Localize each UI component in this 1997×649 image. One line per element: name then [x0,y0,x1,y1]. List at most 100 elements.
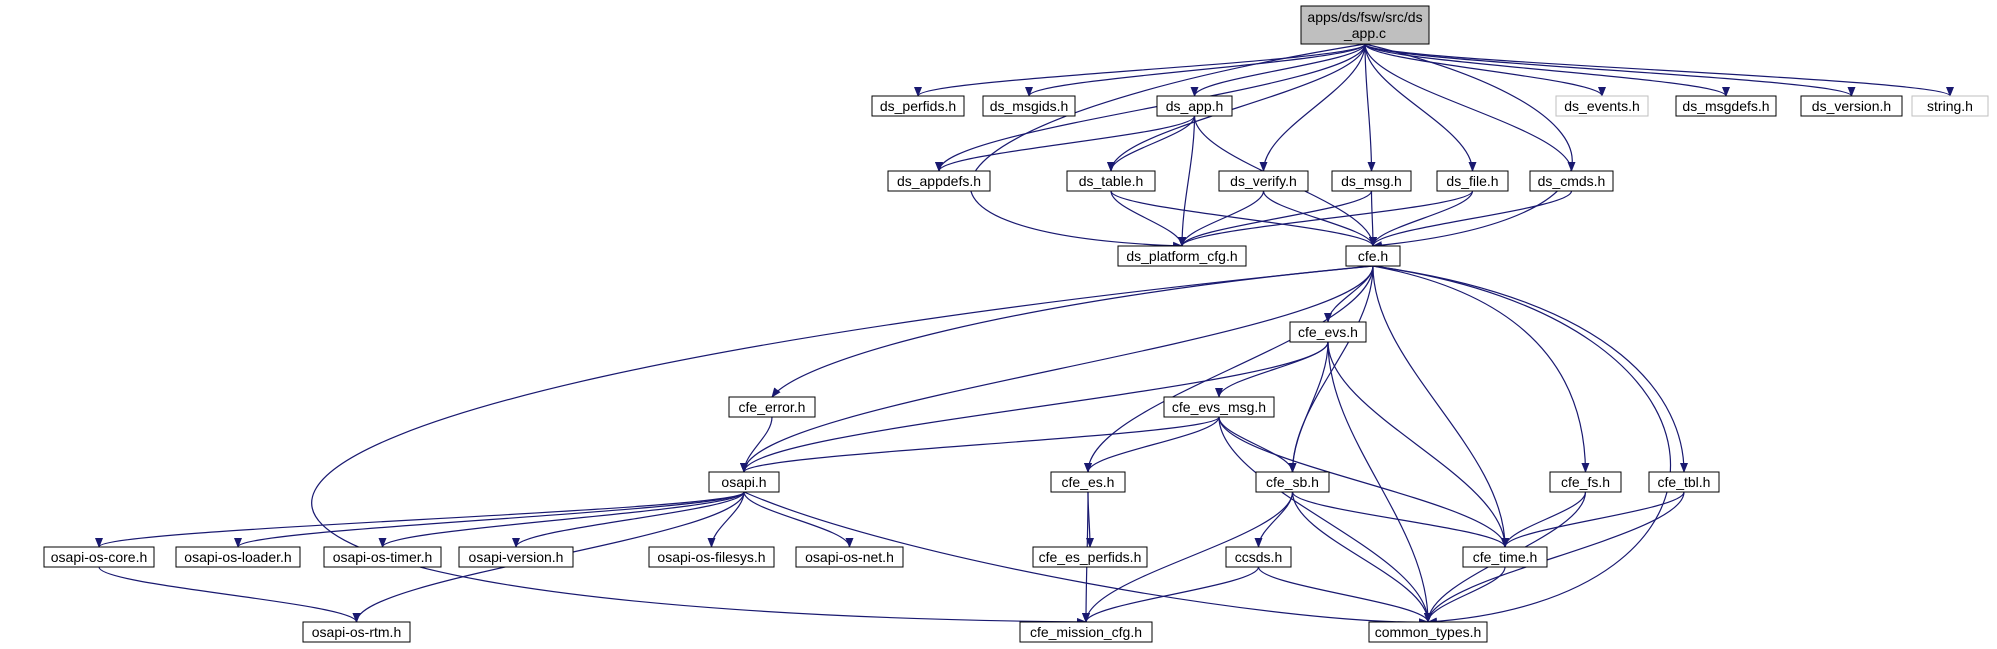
node-box [175,546,301,568]
edge-cfe_time_h-to-common_types_h [1424,566,1506,623]
edge-cfe_fs_h-to-cfe_time_h [1501,491,1587,548]
node-box [1218,170,1309,192]
edge-cfe_h-to-cfe_evs_h [1324,265,1374,323]
node-cfe_error_h[interactable]: cfe_error.h [728,396,816,418]
node-osapi_version_h[interactable]: osapi-version.h [458,546,574,568]
node-cfe_evs_msg_h[interactable]: cfe_evs_msg.h [1163,396,1275,418]
edge-ds_app_c-to-ds_msgids_h [1025,43,1366,97]
node-osapi_os_loader_h[interactable]: osapi-os-loader.h [175,546,301,568]
edge-ds_app_c-to-ds_perfids_h [914,43,1366,97]
edge-cfe_sb_h-to-common_types_h [1291,491,1432,623]
node-label: ds_msgdefs.h [1682,98,1769,114]
node-box [1331,170,1412,192]
node-box [1156,95,1233,117]
node-label: osapi-os-core.h [51,549,148,565]
node-cfe_sb_h[interactable]: cfe_sb.h [1255,471,1330,493]
node-ds_msgids_h[interactable]: ds_msgids.h [982,95,1076,117]
node-box [302,621,411,643]
node-box [795,546,904,568]
node-cfe_fs_h[interactable]: cfe_fs.h [1549,471,1622,493]
edge-ds_table_h-to-cfe_h [1110,190,1377,247]
edge-ds_app_h-to-ds_table_h [1107,115,1196,172]
node-ccsds_h[interactable]: ccsds.h [1225,546,1292,568]
node-label: ds_version.h [1812,98,1891,114]
edge-cfe_evs_msg_h-to-cfe_time_h [1218,416,1509,548]
node-cfe_time_h[interactable]: cfe_time.h [1462,546,1548,568]
node-box [1225,546,1292,568]
node-label: common_types.h [1375,624,1482,640]
node-cfe_es_h[interactable]: cfe_es.h [1050,471,1126,493]
node-ds_verify_h[interactable]: ds_verify.h [1218,170,1309,192]
node-osapi_h[interactable]: osapi.h [708,471,780,493]
node-cfe_tbl_h[interactable]: cfe_tbl.h [1648,471,1720,493]
node-box [1800,95,1903,117]
edge-cfe_evs_msg_h-to-cfe_es_h [1084,416,1220,473]
edge-cfe_h-to-cfe_mission_cfg_h [311,265,1374,626]
node-ds_msgdefs_h[interactable]: ds_msgdefs.h [1675,95,1777,117]
node-cfe_es_perfids_h[interactable]: cfe_es_perfids.h [1032,546,1148,568]
edge-cfe_evs_h-to-cfe_evs_msg_h [1215,341,1329,398]
node-ds_file_h[interactable]: ds_file.h [1436,170,1509,192]
edge-ds_file_h-to-ds_platform_cfg_h [1178,190,1474,247]
node-label: apps/ds/fsw/src/ds [1307,9,1422,25]
edge-ds_app_c-to-cfe_h [1364,43,1573,250]
node-ds_perfids_h[interactable]: ds_perfids.h [871,95,965,117]
edge-ds_table_h-to-ds_platform_cfg_h [1110,190,1186,247]
edge-cfe_h-to-cfe_sb_h [1288,265,1374,473]
node-cfe_evs_h[interactable]: cfe_evs.h [1289,321,1367,343]
node-ds_table_h[interactable]: ds_table.h [1066,170,1156,192]
node-label: ds_app.h [1166,98,1224,114]
node-label: ccsds.h [1235,549,1282,565]
node-ds_platform_cfg_h[interactable]: ds_platform_cfg.h [1117,245,1247,267]
node-label: cfe_evs.h [1298,324,1358,340]
edge-osapi_h-to-common_types_h [743,491,1429,627]
node-label: ds_table.h [1079,173,1144,189]
node-ds_version_h[interactable]: ds_version.h [1800,95,1903,117]
node-ds_app_c[interactable]: apps/ds/fsw/src/ds_app.c [1300,5,1430,45]
edge-cfe_evs_h-to-cfe_sb_h [1288,341,1329,473]
edge-cfe_evs_h-to-osapi_h [740,341,1329,473]
edge-ds_verify_h-to-cfe_h [1262,190,1377,247]
edge-cfe_h-to-cfe_es_h [1084,265,1374,473]
edge-ds_app_c-to-ds_events_h [1364,43,1606,97]
edge-cfe_h-to-osapi_h [740,265,1374,473]
node-box [1050,471,1126,493]
node-label: cfe_error.h [739,399,806,415]
node-ds_events_h[interactable]: ds_events.h [1555,95,1649,117]
node-osapi_os_core_h[interactable]: osapi-os-core.h [43,546,155,568]
node-osapi_os_filesys_h[interactable]: osapi-os-filesys.h [648,546,775,568]
node-ds_cmds_h[interactable]: ds_cmds.h [1529,170,1614,192]
edge-osapi_h-to-osapi_os_core_h [95,491,745,548]
node-box [1032,546,1148,568]
node-box [1675,95,1777,117]
node-label: cfe_evs_msg.h [1172,399,1266,415]
node-string_h[interactable]: string.h [1911,95,1989,117]
edge-ds_msg_h-to-cfe_h [1368,190,1377,247]
edge-cfe_tbl_h-to-cfe_time_h [1501,491,1685,548]
node-osapi_os_rtm_h[interactable]: osapi-os-rtm.h [302,621,411,643]
node-cfe_mission_cfg_h[interactable]: cfe_mission_cfg.h [1019,621,1153,643]
node-label: ds_msg.h [1341,173,1402,189]
node-common_types_h[interactable]: common_types.h [1368,621,1488,643]
node-label: ds_events.h [1564,98,1640,114]
node-ds_msg_h[interactable]: ds_msg.h [1331,170,1412,192]
edge-ds_app_c-to-ds_app_h [1190,43,1366,97]
node-box [887,170,991,192]
edge-cfe_h-to-cfe_tbl_h [1372,265,1688,473]
node-osapi_os_timer_h[interactable]: osapi-os-timer.h [323,546,442,568]
node-box [1117,245,1247,267]
edge-ds_app_c-to-ds_file_h [1364,43,1477,172]
node-label: cfe.h [1358,248,1388,264]
node-label: cfe_time.h [1473,549,1538,565]
node-osapi_os_net_h[interactable]: osapi-os-net.h [795,546,904,568]
node-ds_appdefs_h[interactable]: ds_appdefs.h [887,170,991,192]
node-label: ds_perfids.h [880,98,956,114]
edge-ds_msg_h-to-ds_platform_cfg_h [1178,190,1373,247]
edge-osapi_h-to-osapi_os_filesys_h [707,491,745,548]
node-ds_app_h[interactable]: ds_app.h [1156,95,1233,117]
node-cfe_h[interactable]: cfe.h [1345,245,1401,267]
node-label: ds_cmds.h [1538,173,1606,189]
edge-cfe_h-to-cfe_fs_h [1372,265,1590,473]
edge-ds_app_c-to-ds_appdefs_h [935,43,1366,172]
